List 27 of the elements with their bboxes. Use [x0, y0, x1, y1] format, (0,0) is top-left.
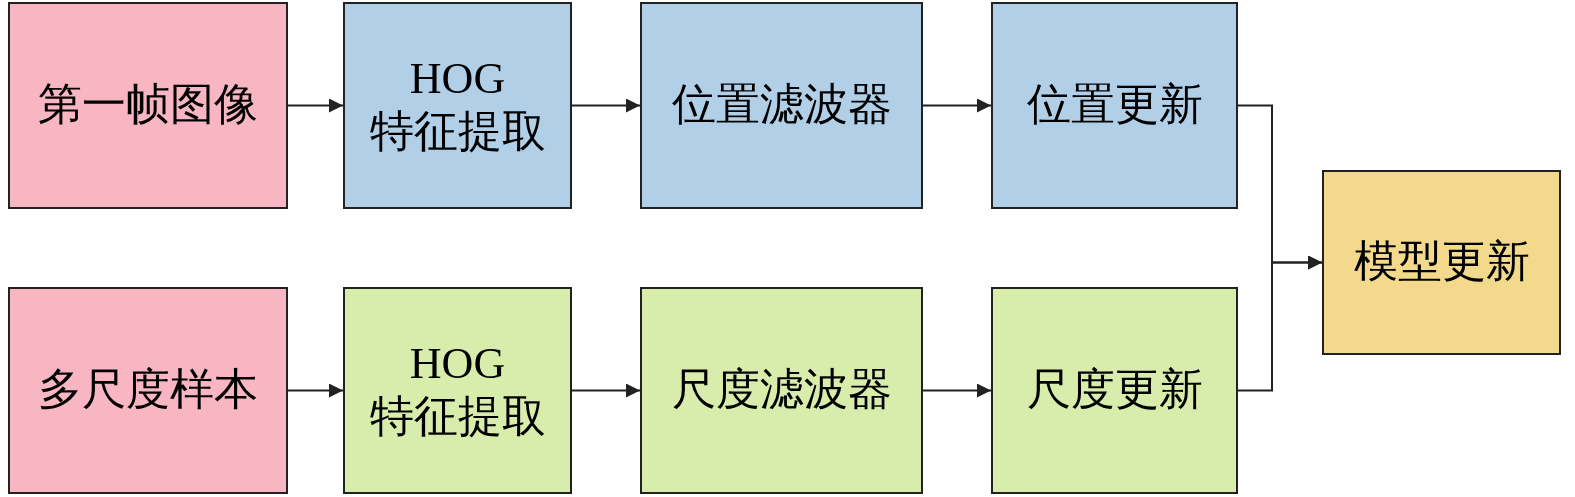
- arrow: [922, 383, 992, 398]
- process-box: [8, 2, 288, 209]
- arrow: [571, 98, 641, 113]
- box-label: 多尺度样本: [38, 364, 258, 417]
- process-box: [8, 287, 288, 494]
- process-box: [1322, 170, 1561, 355]
- box-label: 位置滤波器: [671, 79, 892, 132]
- process-box: [640, 287, 923, 494]
- arrow: [1237, 255, 1323, 392]
- arrow: [922, 98, 992, 113]
- process-box: [991, 287, 1238, 494]
- box-label: 位置更新: [1026, 79, 1203, 132]
- box-label: HOG: [409, 337, 506, 390]
- process-box: [343, 2, 572, 209]
- box-label: 第一帧图像: [38, 79, 258, 132]
- process-box: [343, 287, 572, 494]
- box-label: HOG: [409, 52, 506, 105]
- box-label: 模型更新: [1353, 236, 1530, 289]
- box-label: 特征提取: [369, 105, 546, 158]
- box-label: 尺度更新: [1026, 364, 1203, 417]
- arrow: [571, 383, 641, 398]
- arrow: [287, 383, 344, 398]
- box-label: 尺度滤波器: [671, 364, 892, 417]
- arrow: [287, 98, 344, 113]
- process-box: [991, 2, 1238, 209]
- process-box: [640, 2, 923, 209]
- box-label: 特征提取: [369, 390, 546, 443]
